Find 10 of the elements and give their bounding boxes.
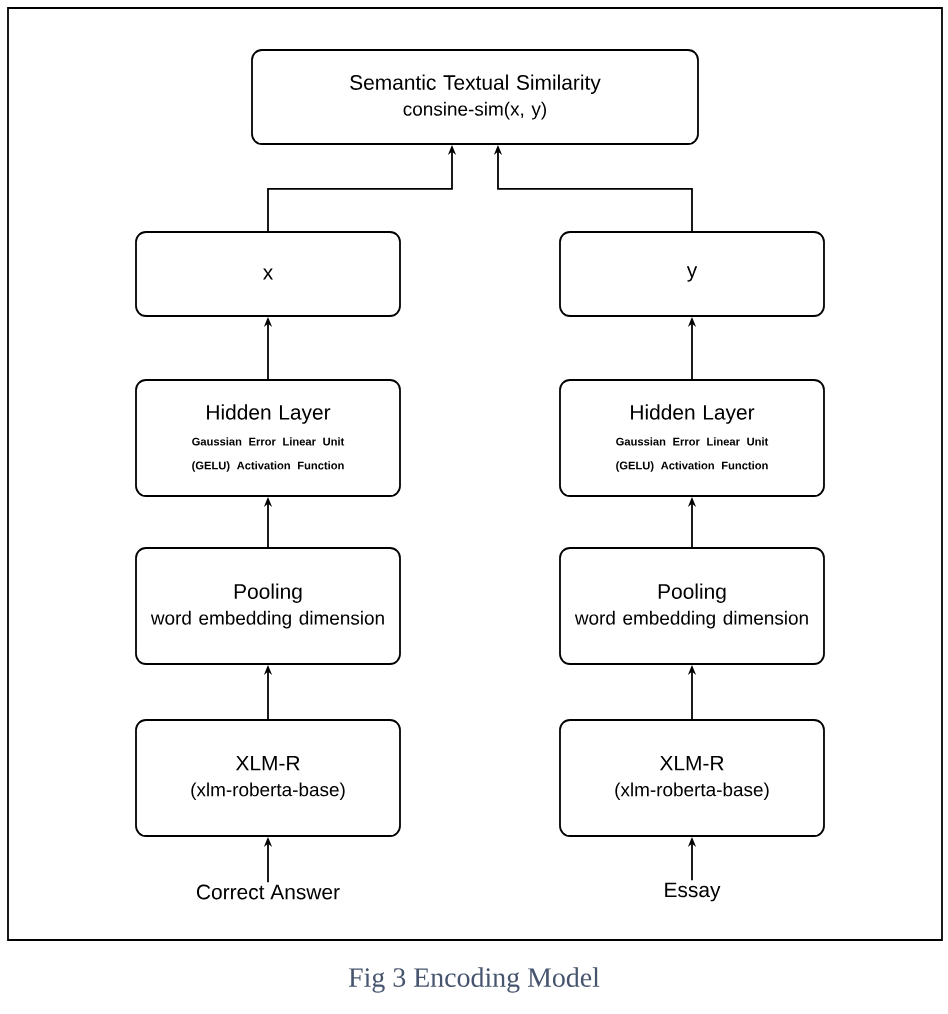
caption: Fig 3 Encoding Model	[348, 967, 600, 993]
process-box: XLM-R (xlm-roberta-base)	[559, 719, 825, 837]
process-box: Pooling word embedding dimension	[559, 547, 825, 665]
input-label: Correct Answer	[197, 884, 340, 900]
process-box: Semantic Textual Similarity consine-sim(x, y)	[251, 49, 699, 145]
process-box: y	[559, 231, 825, 317]
process-box: x	[135, 231, 401, 317]
process-box: XLM-R (xlm-roberta-base)	[135, 719, 401, 837]
process-box: Pooling word embedding dimension	[135, 547, 401, 665]
input-label: Essay	[665, 882, 721, 902]
